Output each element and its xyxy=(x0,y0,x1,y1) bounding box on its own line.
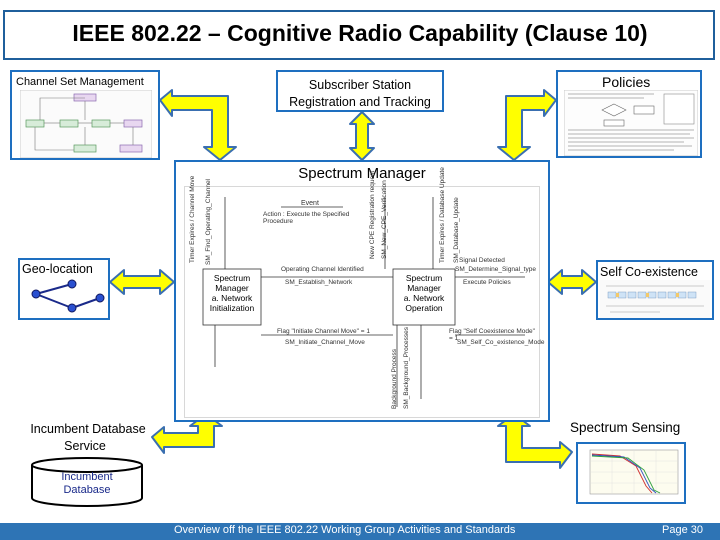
channel-set-label: Channel Set Management xyxy=(16,76,144,88)
subscriber-label-1: Subscriber Station xyxy=(308,78,412,92)
arrow-geo xyxy=(109,269,175,295)
sm-op-line3: a. Network xyxy=(403,293,445,303)
incumbent-db-label-1: Incumbent Database xyxy=(30,422,146,436)
sm-init-line1: Spectrum xyxy=(213,273,251,283)
sm-op-line4: Operation xyxy=(405,303,443,313)
sm-op-line1: Spectrum xyxy=(405,273,443,283)
incumbent-db-text-1: Incumbent xyxy=(61,471,113,483)
spectrum-manager-label: Spectrum Manager xyxy=(298,165,426,182)
flow-v-bg2: SM_Background_Processes xyxy=(403,326,410,409)
slide-title: IEEE 802.22 – Cognitive Radio Capability… xyxy=(72,20,648,46)
flow-v-bg: Background Process xyxy=(391,349,398,409)
arrow-spectrum-sensing xyxy=(497,413,573,469)
flow-v-new-cpe: New CPE Registration request xyxy=(369,170,376,259)
flow-determine: SM_Determine_Signal_type xyxy=(455,266,536,273)
footer-bar xyxy=(0,523,720,540)
footer-text: Overview off the IEEE 802.22 Working Gro… xyxy=(174,524,516,536)
flow-event: Event xyxy=(301,200,319,207)
self-coexistence-panel: Self Co-existence xyxy=(596,260,714,320)
flow-flag-initiate: Flag "Initiate Channel Move" = 1 xyxy=(277,328,370,335)
sm-init-line4: Initialization xyxy=(209,303,255,313)
spectrum-sensing-label: Spectrum Sensing xyxy=(570,420,681,435)
arrow-policies xyxy=(497,89,557,161)
title-frame xyxy=(3,10,715,60)
self-coexistence-label: Self Co-existence xyxy=(600,265,698,279)
sm-op-line2: Manager xyxy=(407,283,441,293)
spectrum-sensing-plot xyxy=(580,446,682,500)
page-number: Page 30 xyxy=(662,524,703,536)
subscriber-label-2: Registration and Tracking xyxy=(289,95,431,109)
flow-v-new-cpe2: SM_New_CPE_Verification xyxy=(381,180,388,259)
channel-set-panel: Channel Set Management xyxy=(10,70,160,160)
spectrum-sensing-panel xyxy=(576,442,686,504)
incumbent-database-icon xyxy=(31,457,143,507)
arrow-channel-set xyxy=(159,89,237,161)
incumbent-db-text-2: Database xyxy=(63,484,111,496)
policies-label: Policies xyxy=(602,74,651,90)
arrow-subscriber xyxy=(349,111,375,161)
flow-diagram-lines xyxy=(202,197,525,407)
flow-op-channel: Operating Channel Identified xyxy=(281,266,364,273)
flow-signal: Signal Detected xyxy=(459,257,505,264)
channel-set-diagram xyxy=(20,90,152,158)
geo-network-icon xyxy=(31,279,105,313)
sm-init-line3: a. Network xyxy=(211,293,253,303)
subscriber-station-panel: Subscriber Station Registration and Trac… xyxy=(276,70,444,112)
incumbent-db-service: Incumbent Database Service xyxy=(18,420,158,460)
sm-init-line2: Manager xyxy=(215,283,249,293)
sm-init-box: Spectrum Manager a. Network Initializati… xyxy=(203,273,261,313)
self-coex-chart xyxy=(600,280,710,318)
flow-v-timer2: Timer Expires / Database Update xyxy=(439,167,446,263)
spectrum-sensing-title: Spectrum Sensing xyxy=(566,420,706,438)
flow-diagram: Event Action : Execute the Specified Pro… xyxy=(184,167,544,418)
geo-location-panel: Geo-location xyxy=(18,258,110,320)
policies-document xyxy=(564,90,698,156)
flow-initiate-move: SM_Initiate_Channel_Move xyxy=(285,339,365,346)
flow-flag-self: Flag "Self Coexistence Mode" = 1 xyxy=(449,328,535,342)
flow-execute: Execute Policies xyxy=(463,279,511,286)
flow-self-mode: SM_Self_Co_existence_Mode xyxy=(457,339,545,346)
flow-v-db: SM_Database_Update xyxy=(453,197,460,263)
flow-establish: SM_Establish_Network xyxy=(285,279,353,286)
flow-v-first-op: SM_Find_Operating_Channel xyxy=(205,179,212,265)
arrow-self-coex xyxy=(547,269,597,295)
flow-action: Action : Execute the Specified Procedure xyxy=(263,211,350,225)
incumbent-db-text: Incumbent Database xyxy=(30,471,144,497)
flow-v-timer: Timer Expires / Channel Move xyxy=(189,175,196,263)
sm-op-box: Spectrum Manager a. Network Operation xyxy=(393,273,455,313)
geo-location-label: Geo-location xyxy=(22,262,93,276)
policies-panel: Policies xyxy=(556,70,702,158)
incumbent-db-label-2: Service xyxy=(64,439,106,453)
